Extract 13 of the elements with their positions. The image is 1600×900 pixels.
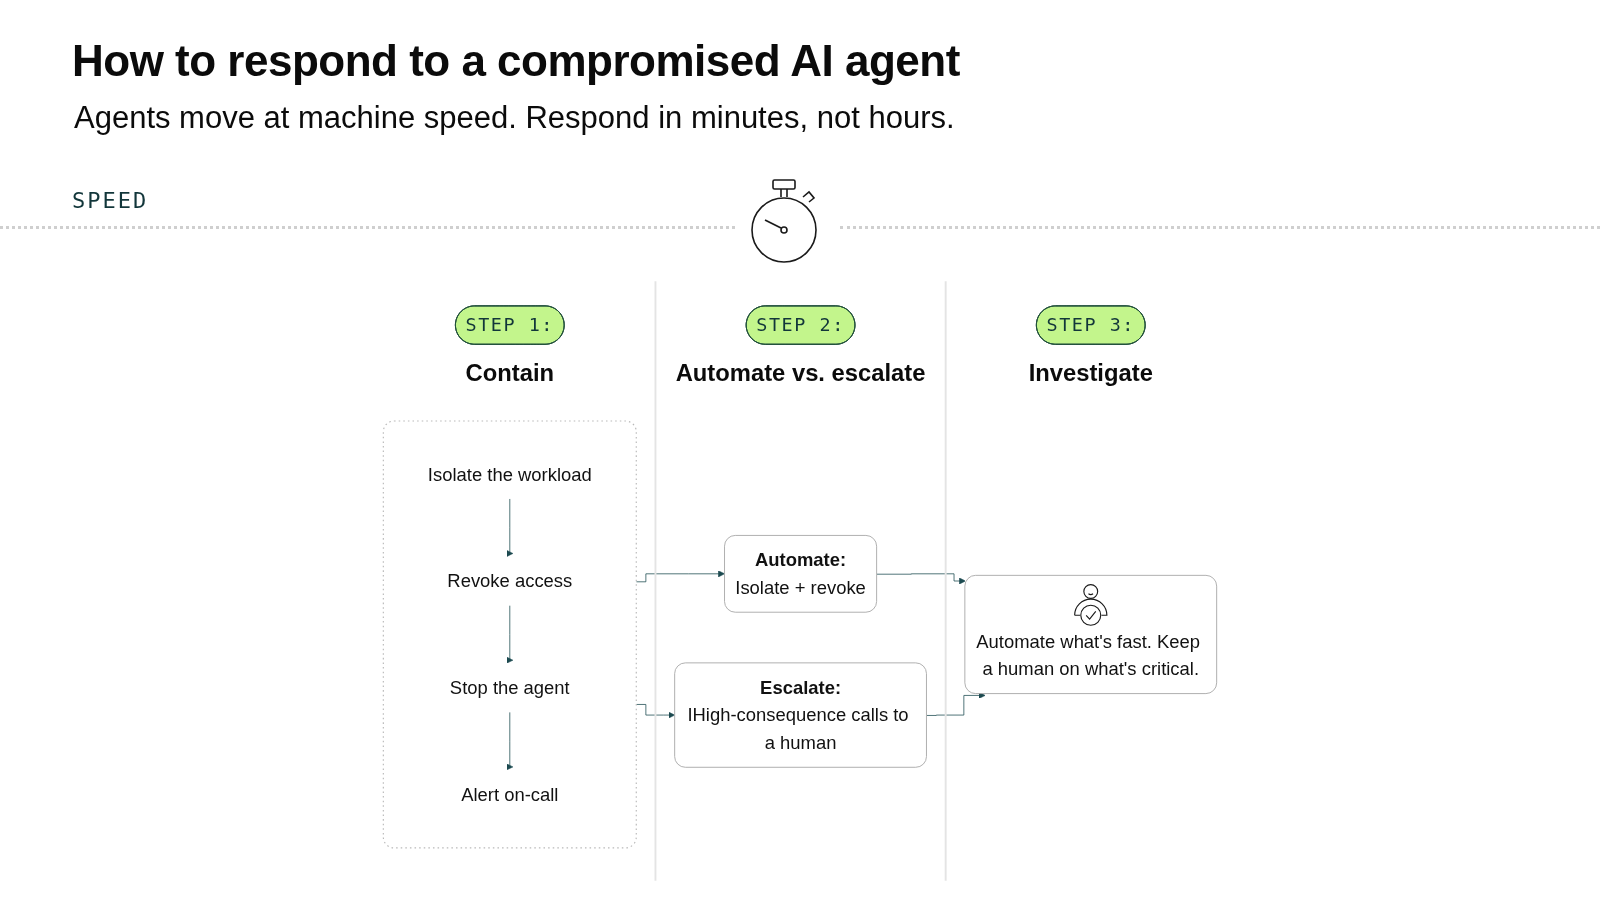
step-heading: Contain: [465, 359, 555, 387]
node-box: Automate: Isolate + revoke: [724, 534, 878, 613]
node-text: Stop the agent: [449, 677, 570, 698]
diagram-title: How to respond to a compromised AI agent: [72, 36, 960, 86]
section-label: SPEED: [72, 188, 149, 213]
node-text: Isolate the workload: [427, 463, 592, 485]
node-box: Automate what's fast. Keep a human on what's critical.: [964, 574, 1218, 695]
node-text: Alert on-call: [461, 783, 559, 805]
step-heading: Investigate: [1028, 359, 1153, 387]
node-text: Revoke access: [447, 570, 573, 592]
step-heading: Automate vs. escalate: [675, 359, 926, 387]
subtitle: Agents move at machine speed. Respond in minutes, not hours.: [74, 100, 955, 136]
node-box: Escalate: IHigh-consequence calls to a human: [674, 662, 927, 768]
